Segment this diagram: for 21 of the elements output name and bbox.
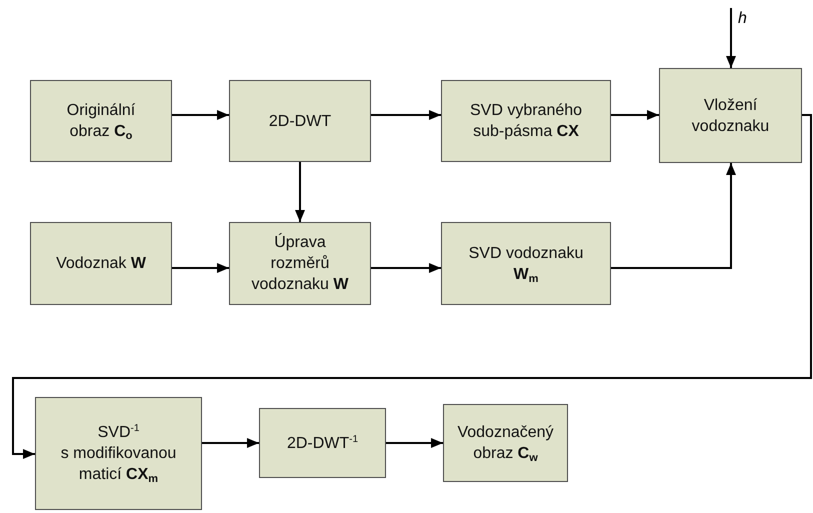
arrow [172, 263, 229, 273]
process-box: 2D-DWT$^{-1}$ [259, 408, 386, 478]
arrow [611, 110, 659, 120]
arrow [386, 438, 443, 448]
process-box: Vodoznak W [30, 222, 172, 305]
process-box: Vložení vodoznaku [659, 68, 802, 163]
process-box: 2D-DWT [229, 80, 371, 162]
arrow [371, 263, 441, 273]
process-box: Úprava rozměrů vodoznaku W [229, 222, 371, 305]
arrow [611, 163, 736, 269]
arrow [726, 8, 736, 68]
process-box: Originální obraz C$_{o}$ [30, 80, 172, 162]
arrow [12, 114, 812, 459]
arrow [202, 438, 259, 448]
process-box: Vodoznačený obraz C$_{w}$ [443, 404, 568, 482]
arrow [172, 110, 229, 120]
process-box: SVD vybraného sub-pásma CX [441, 80, 611, 162]
process-box: SVD vodoznaku W$_{m}$ [441, 222, 611, 305]
process-box: SVD$^{-1}$ s modifikovanou maticí CX$_{m}$ [35, 397, 202, 510]
arrow [371, 110, 441, 120]
arrow [295, 162, 305, 222]
